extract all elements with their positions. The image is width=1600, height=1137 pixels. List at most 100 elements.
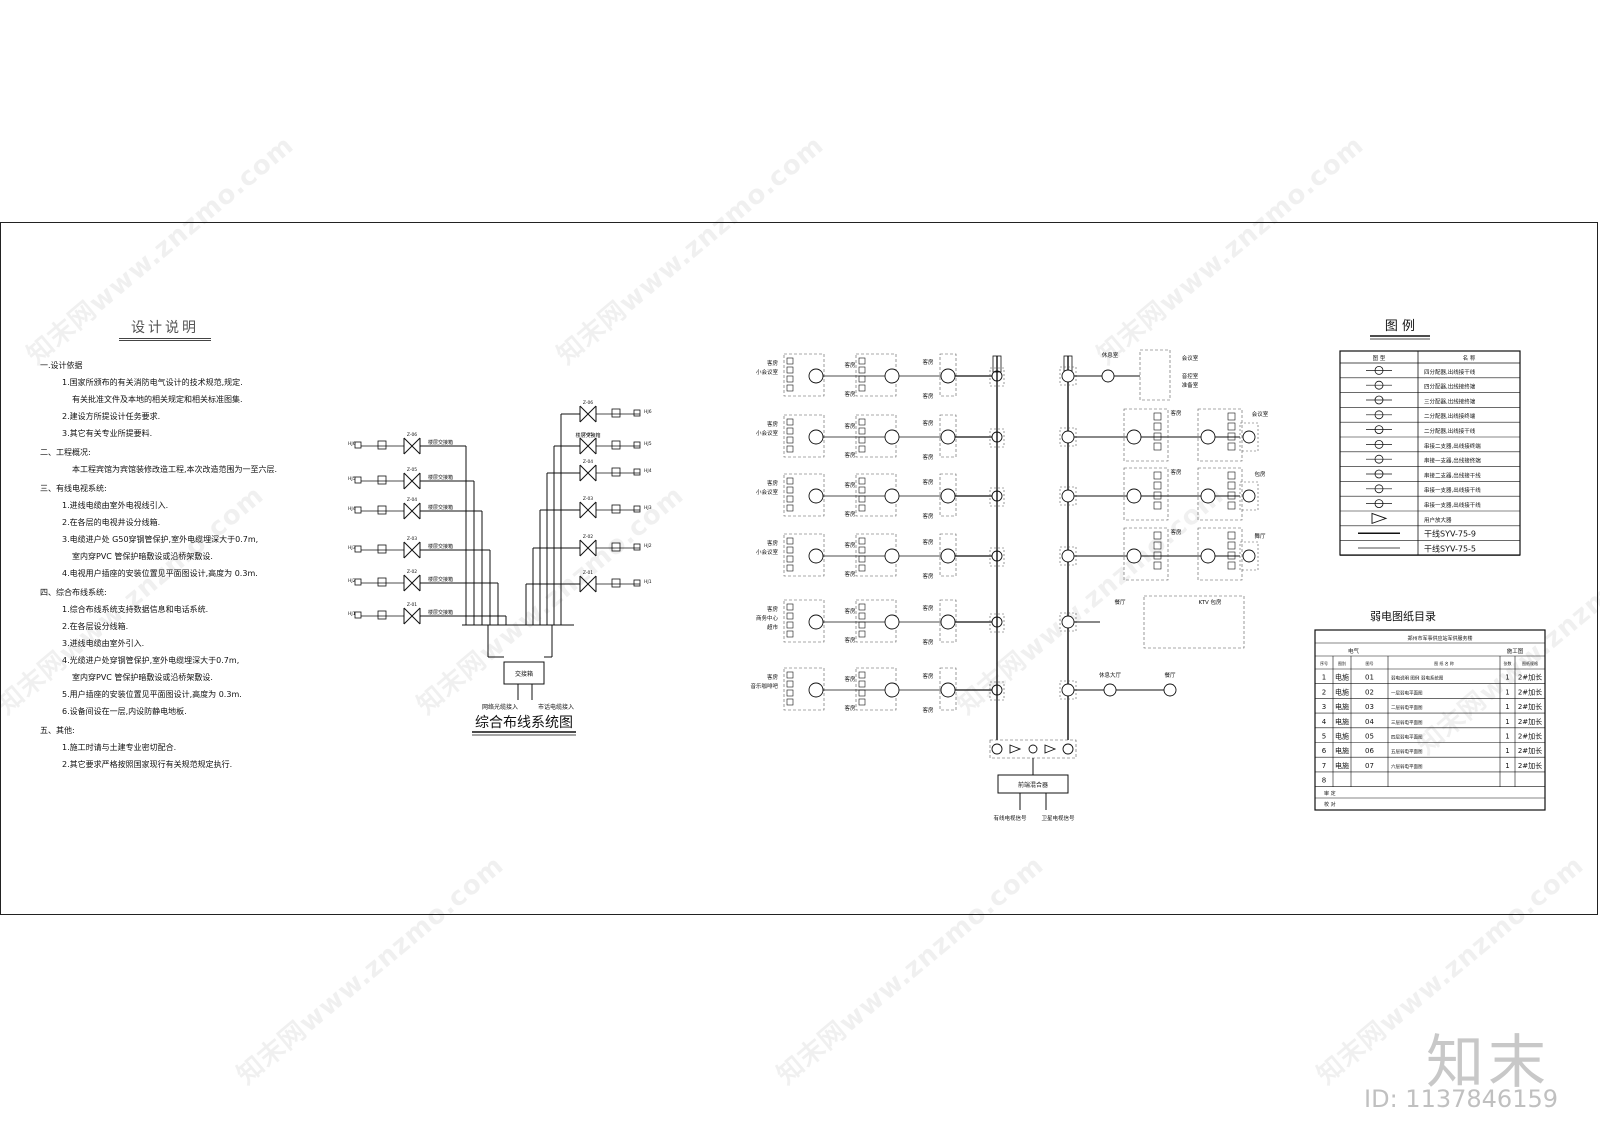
tv-outlet-icon bbox=[786, 689, 794, 697]
legend-row-name: 四分配器,出线接干线 bbox=[1424, 368, 1476, 376]
room-label: 商务中心 bbox=[756, 614, 779, 622]
splitter-icon bbox=[940, 368, 956, 384]
splitter-icon bbox=[1061, 549, 1075, 563]
outlet-icon bbox=[611, 578, 621, 588]
outlet-label: HJ4 bbox=[348, 506, 356, 512]
tv-outlet-icon bbox=[858, 603, 866, 611]
catalog-cell: 2 bbox=[1322, 688, 1326, 696]
catalog-cell: 1 bbox=[1505, 733, 1509, 741]
catalog-head: 图 纸 名 称 bbox=[1434, 660, 1454, 666]
cabling-title: 综合布线系统图 bbox=[475, 715, 573, 731]
catalog-cell: 电施 bbox=[1335, 732, 1349, 741]
room-label: KTV 包房 bbox=[1198, 598, 1222, 606]
splitter-icon bbox=[808, 429, 824, 445]
tv-outlet-icon bbox=[1227, 432, 1236, 441]
tv-outlet-icon bbox=[1227, 442, 1236, 451]
room-label: 客房 bbox=[844, 704, 856, 712]
catalog-head: 图纸规格 bbox=[1522, 660, 1538, 666]
legend-title: 图 例 bbox=[1385, 319, 1415, 334]
room-label: 客房 bbox=[844, 481, 856, 489]
tv-outlet-icon bbox=[858, 436, 866, 444]
catalog-cell: 6 bbox=[1322, 747, 1327, 755]
tv-outlet-icon bbox=[786, 357, 794, 365]
outlet-circle bbox=[1101, 369, 1115, 383]
tv-outlet-icon bbox=[1153, 481, 1162, 490]
tv-outlet-icon bbox=[858, 621, 866, 629]
box-code: Z-01 bbox=[407, 602, 417, 608]
tv-outlet-icon bbox=[786, 418, 794, 426]
notes-line: 室内穿PVC 管保护暗敷设或沿桥架敷设. bbox=[72, 673, 213, 682]
notes-line: 2.建设方所提设计任务要求. bbox=[62, 412, 161, 421]
splitter-icon bbox=[940, 429, 956, 445]
room-label: 音控室 bbox=[1182, 372, 1199, 380]
catalog-foot: 审 定 bbox=[1324, 790, 1336, 797]
notes-line: 1.综合布线系统支持数据信息和电话系统. bbox=[62, 605, 209, 614]
room-label: 客房 bbox=[922, 604, 934, 612]
tv-outlet-icon bbox=[858, 504, 866, 512]
tv-outlet-icon bbox=[858, 418, 866, 426]
outlet-label: HJ2 bbox=[644, 543, 652, 549]
outlet-icon bbox=[377, 577, 387, 587]
connector-icon bbox=[403, 607, 421, 625]
splitter-icon bbox=[1061, 489, 1075, 503]
tv-system-diagram: 客房小会议室客房客房客房客房客房小会议室客房客房客房客房客房小会议室客房客房客房… bbox=[750, 349, 1269, 822]
outlet-icon bbox=[611, 504, 621, 514]
tv-outlet-icon bbox=[786, 555, 794, 563]
room-label: 准备室 bbox=[1182, 381, 1199, 389]
tv-outlet-icon bbox=[786, 495, 794, 503]
legend-row-name: 三分配器,出线接终端 bbox=[1424, 397, 1476, 405]
tv-outlet-icon bbox=[858, 537, 866, 545]
amplifier-icon bbox=[1009, 744, 1057, 754]
main-box-label: 交接箱 bbox=[515, 670, 533, 678]
room-box bbox=[783, 533, 825, 577]
catalog-foot: 校 对 bbox=[1324, 801, 1336, 808]
catalog-cell: 1 bbox=[1505, 674, 1509, 682]
legend-border bbox=[1339, 350, 1521, 556]
room-label: 客房 bbox=[844, 451, 856, 459]
connector-icon bbox=[579, 539, 597, 557]
splitter-icon bbox=[940, 548, 956, 564]
notes-line: 本工程宾馆为宾馆装修改造工程,本次改造范围为一至六层. bbox=[72, 465, 278, 474]
legend-row-name: 二分配器,出线接干线 bbox=[1424, 427, 1476, 435]
room-box bbox=[939, 414, 957, 458]
outlet-circle bbox=[1163, 683, 1177, 697]
tv-outlet-icon bbox=[858, 546, 866, 554]
outlet-icon bbox=[354, 441, 362, 449]
outlet-icon bbox=[633, 441, 641, 449]
tv-outlet-icon bbox=[1153, 491, 1162, 500]
drawing-frame bbox=[0, 222, 1598, 915]
tv-outlet-icon bbox=[786, 603, 794, 611]
tv-outlet-icon bbox=[786, 537, 794, 545]
outlet-icon bbox=[611, 542, 621, 552]
tv-outlet-icon bbox=[786, 680, 794, 688]
room-box bbox=[1143, 595, 1245, 649]
connector-icon bbox=[403, 574, 421, 592]
outlet-icon bbox=[377, 440, 387, 450]
notes-line: 1.国家所颁布的有关消防电气设计的技术规范,规定. bbox=[62, 378, 243, 387]
room-label: 客房 bbox=[1170, 528, 1182, 536]
room-label: 客房 bbox=[767, 605, 779, 613]
catalog-cell: 1 bbox=[1505, 747, 1509, 755]
box-code: Z-03 bbox=[583, 496, 593, 502]
connector-icon bbox=[579, 575, 597, 593]
outlet-icon bbox=[611, 408, 621, 418]
room-label: 客房 bbox=[922, 419, 934, 427]
catalog-cell: 2#加长 bbox=[1518, 717, 1542, 726]
outlet-icon bbox=[633, 409, 641, 417]
tv-outlet-icon bbox=[1227, 541, 1236, 550]
catalog-cell: 一层弱电平面图 bbox=[1391, 689, 1423, 696]
drawing-catalog: 弱电图纸目录郑州市军事供应站军供服务楼电气施工图序号图别图号图 纸 名 称张数图… bbox=[1314, 610, 1546, 811]
tv-outlet-icon bbox=[1227, 412, 1236, 421]
room-label: 客房 bbox=[922, 358, 934, 366]
tv-outlet-icon bbox=[786, 486, 794, 494]
tap-icon bbox=[1062, 743, 1074, 755]
tv-outlet-icon bbox=[1153, 541, 1162, 550]
floor-box-label: 楼层交接箱 bbox=[428, 609, 453, 616]
outlet-icon bbox=[354, 578, 362, 586]
tv-outlet-icon bbox=[1227, 481, 1236, 490]
catalog-cell: 电施 bbox=[1335, 702, 1349, 711]
catalog-head: 序号 bbox=[1320, 660, 1328, 666]
tv-outlet-icon bbox=[1153, 412, 1162, 421]
notes-line: 1.施工时请与土建专业密切配合. bbox=[62, 743, 177, 752]
notes-line: 6.设备间设在一层,内设防静电地板. bbox=[62, 707, 187, 716]
